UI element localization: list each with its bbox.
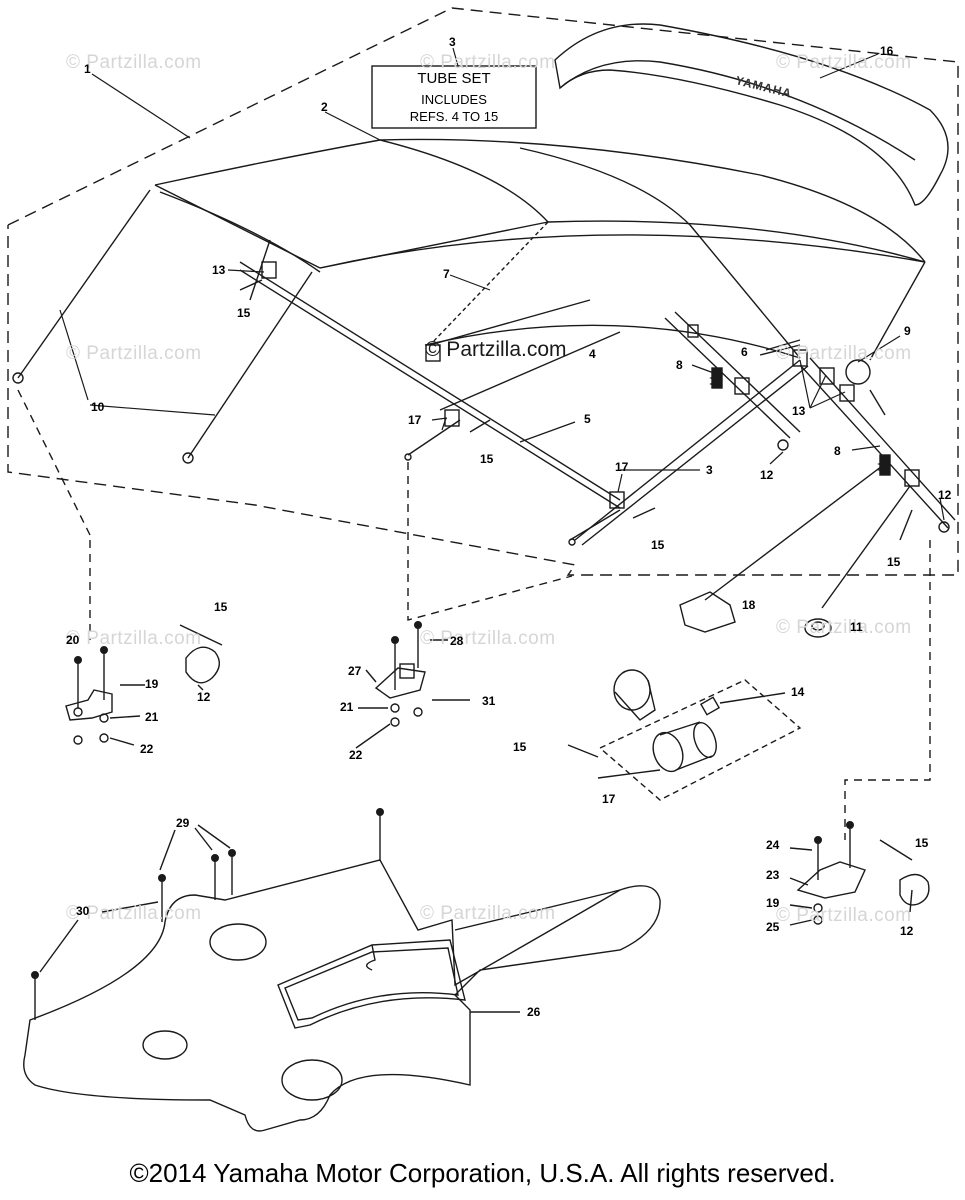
watermark: © Partzilla.com (776, 52, 912, 73)
callout-15: 15 (513, 740, 527, 754)
callout-13: 13 (212, 263, 226, 277)
strap-left (17, 189, 151, 379)
callout-8: 8 (834, 444, 841, 458)
callout-21: 21 (340, 700, 354, 714)
callout-15: 15 (651, 538, 665, 552)
callout-30: 30 (76, 904, 90, 918)
callout-5: 5 (584, 412, 591, 426)
callout-17: 17 (615, 460, 629, 474)
callout-1: 1 (84, 62, 91, 76)
fitting-body-17 (652, 731, 684, 773)
callout-27: 27 (348, 664, 362, 678)
watermark: © Partzilla.com (66, 343, 202, 364)
callout-3: 3 (706, 463, 713, 477)
grommet-11 (804, 618, 832, 638)
callout-17: 17 (602, 792, 616, 806)
callout-15: 15 (480, 452, 494, 466)
callout-6: 6 (741, 345, 748, 359)
callout-19: 19 (145, 677, 159, 691)
callout-22: 22 (349, 748, 363, 762)
callout-22: 22 (140, 742, 154, 756)
callout-16: 16 (880, 44, 894, 58)
callout-25: 25 (766, 920, 780, 934)
callout-10: 10 (91, 400, 105, 414)
callout-12: 12 (938, 488, 952, 502)
callout-20: 20 (66, 633, 80, 647)
tube-6 (759, 344, 801, 356)
watermark: © Partzilla.com (66, 628, 202, 649)
callout-29: 29 (176, 816, 190, 830)
callout-18: 18 (742, 598, 756, 612)
callout-15: 15 (237, 306, 251, 320)
clamp-18 (679, 591, 736, 633)
callout-3: 3 (449, 35, 456, 49)
copyright-notice: ©2014 Yamaha Motor Corporation, U.S.A. A… (129, 1158, 836, 1188)
tube-end-cap (613, 669, 651, 711)
callout-4: 4 (589, 347, 596, 361)
callout-11: 11 (850, 620, 863, 634)
callout-26: 26 (527, 1005, 541, 1019)
tube-set-includes: INCLUDES (421, 92, 487, 107)
tube-3 (429, 299, 591, 346)
tube-set-title: TUBE SET (417, 70, 491, 87)
watermark: © Partzilla.com (420, 628, 556, 649)
tube-8-upper (664, 317, 791, 439)
callout-9: 9 (904, 324, 911, 338)
callout-15: 15 (214, 600, 228, 614)
watermark: © Partzilla.com (420, 903, 556, 924)
callout-12: 12 (760, 468, 774, 482)
watermark: © Partzilla.com (776, 343, 912, 364)
callout-14: 14 (791, 685, 805, 699)
callout-15: 15 (887, 555, 901, 569)
floor-mat-26 (23, 859, 661, 1132)
bimini-top-canvas (154, 138, 926, 361)
callout-13: 13 (792, 404, 806, 418)
callout-12: 12 (197, 690, 211, 704)
boot-cover (554, 23, 949, 206)
callout-31: 31 (482, 694, 496, 708)
callout-21: 21 (145, 710, 159, 724)
watermark: © Partzilla.com (420, 52, 556, 73)
callout-23: 23 (766, 868, 780, 882)
floor-hatch-panel (277, 939, 466, 1029)
callout-24: 24 (766, 838, 780, 852)
tube-5 (239, 261, 621, 501)
tube-set-box (371, 65, 537, 129)
center-watermark: © Partzilla.com (425, 338, 567, 361)
callout-19: 19 (766, 896, 780, 910)
callout-7: 7 (443, 267, 450, 281)
callout-15: 15 (915, 836, 929, 850)
callout-12: 12 (900, 924, 914, 938)
tube-set-refs: REFS. 4 TO 15 (409, 109, 499, 124)
callout-8: 8 (676, 358, 683, 372)
watermark: © Partzilla.com (66, 903, 202, 924)
watermark: © Partzilla.com (776, 905, 912, 926)
tube-3-long (574, 359, 801, 541)
watermark: © Partzilla.com (776, 617, 912, 638)
watermark: © Partzilla.com (66, 52, 202, 73)
callout-28: 28 (450, 634, 464, 648)
assembly-dashed-outline (7, 7, 959, 576)
bracket-19 (65, 689, 113, 721)
callout-2: 2 (321, 100, 328, 114)
bracket-23 (796, 861, 866, 899)
callout-17: 17 (408, 413, 422, 427)
strap-right (187, 271, 313, 459)
